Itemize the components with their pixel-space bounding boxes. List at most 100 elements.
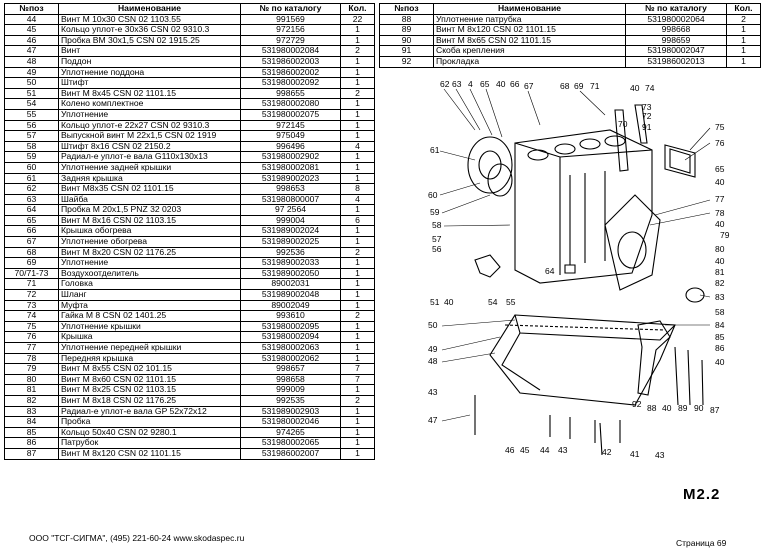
quantity-cell: 1	[340, 278, 375, 291]
position-cell: 69	[4, 257, 59, 269]
catalog-number-cell: 89002049	[240, 299, 341, 312]
catalog-number-cell: 998655	[240, 87, 341, 100]
position-cell: 76	[4, 331, 59, 343]
svg-text:43: 43	[655, 450, 665, 460]
catalog-number-cell: 531986002013	[625, 55, 727, 68]
elbow	[474, 254, 501, 278]
svg-text:83: 83	[715, 292, 725, 302]
quantity-cell: 2	[340, 45, 375, 57]
name-cell: Уплотнение	[58, 108, 241, 121]
quantity-cell: 6	[340, 214, 375, 227]
catalog-number-cell: 531980002084	[240, 45, 341, 57]
name-cell: Скоба крепления	[433, 45, 626, 57]
quantity-cell: 1	[340, 24, 375, 36]
quantity-cell: 1	[726, 55, 761, 68]
position-cell: 62	[4, 183, 59, 195]
position-cell: 46	[4, 34, 59, 47]
name-cell: Радиал-е уплот-е вала G110x130x13	[58, 151, 241, 163]
catalog-number-cell: 531989002903	[240, 405, 341, 418]
quantity-cell: 1	[340, 151, 375, 163]
column-header: №поз	[379, 3, 434, 15]
quantity-cell: 1	[340, 384, 375, 396]
position-cell: 58	[4, 140, 59, 153]
svg-text:61: 61	[430, 145, 440, 155]
catalog-number-cell: 531980002095	[240, 320, 341, 333]
quantity-cell: 2	[340, 394, 375, 407]
quantity-cell: 1	[340, 108, 375, 121]
rear-cover	[467, 136, 513, 194]
name-cell: Воздухоотделитель	[58, 267, 241, 280]
catalog-number-cell: 531989002023	[240, 172, 341, 185]
catalog-number-cell: 531986002007	[240, 447, 341, 460]
name-cell: Винт М 10x30 CSN 02 1103.55	[58, 13, 241, 26]
svg-text:54: 54	[488, 297, 498, 307]
name-cell: Винт М 8x18 CSN 02 1176.25	[58, 394, 241, 407]
quantity-cell: 2	[340, 87, 375, 100]
svg-text:65: 65	[715, 164, 725, 174]
name-cell: Крышка обогрева	[58, 225, 241, 238]
svg-text:92: 92	[632, 399, 642, 409]
svg-text:71: 71	[590, 81, 600, 91]
name-cell: Пробка	[58, 416, 241, 428]
svg-text:46: 46	[505, 445, 515, 455]
catalog-number-cell: 993610	[240, 310, 341, 322]
catalog-number-cell: 972729	[240, 34, 341, 47]
position-cell: 84	[4, 416, 59, 428]
catalog-number-cell: 89002031	[240, 278, 341, 291]
name-cell: Поддон	[58, 55, 241, 68]
position-cell: 70/71-73	[4, 267, 59, 280]
position-cell: 74	[4, 310, 59, 322]
catalog-number-cell: 531980002075	[240, 108, 341, 121]
catalog-number-cell: 531980002062	[240, 352, 341, 365]
svg-text:58: 58	[432, 220, 442, 230]
name-cell: Винт М 8x20 CSN 02 1176.25	[58, 246, 241, 259]
svg-text:82: 82	[715, 278, 725, 288]
position-cell: 64	[4, 204, 59, 216]
name-cell: Кольцо уплот-е 22x27 CSN 02 9310.3	[58, 119, 241, 132]
name-cell: Радиал-е уплот-е вала GP 52x72x12	[58, 405, 241, 418]
quantity-cell: 1	[340, 257, 375, 269]
name-cell: Штифт 8x16 CSN 02 2150.2	[58, 140, 241, 153]
name-cell: Кольцо уплот-е 30x36 CSN 02 9310.3	[58, 24, 241, 36]
svg-text:50: 50	[428, 320, 438, 330]
position-cell: 75	[4, 320, 59, 333]
name-cell: Муфта	[58, 299, 241, 312]
quantity-cell: 2	[340, 310, 375, 322]
catalog-number-cell: 531989002050	[240, 267, 341, 280]
quantity-cell: 8	[340, 183, 375, 195]
diagram-code: M2.2	[683, 486, 721, 503]
svg-text:51: 51	[430, 297, 440, 307]
svg-text:73: 73	[642, 102, 652, 112]
name-cell: Уплотнение	[58, 257, 241, 269]
svg-text:58: 58	[715, 307, 725, 317]
svg-text:40: 40	[496, 79, 506, 89]
position-cell: 45	[4, 24, 59, 36]
catalog-number-cell: 972156	[240, 24, 341, 36]
quantity-cell: 1	[340, 236, 375, 248]
name-cell: Пробка ВМ 30x1,5 CSN 02 1915.25	[58, 34, 241, 47]
position-cell: 78	[4, 352, 59, 365]
svg-text:43: 43	[428, 387, 438, 397]
svg-text:85: 85	[715, 332, 725, 342]
svg-text:44: 44	[540, 445, 550, 455]
svg-text:88: 88	[647, 403, 657, 413]
position-cell: 56	[4, 119, 59, 132]
svg-text:64: 64	[545, 266, 555, 276]
svg-text:80: 80	[715, 244, 725, 254]
svg-text:4: 4	[468, 79, 473, 89]
quantity-cell: 1	[340, 77, 375, 89]
svg-text:67: 67	[524, 81, 534, 91]
